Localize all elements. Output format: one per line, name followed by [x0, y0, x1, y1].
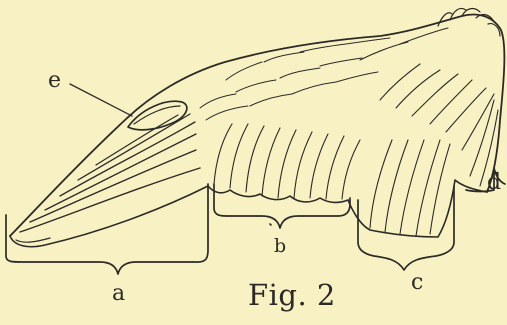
mark-dot — [270, 224, 271, 225]
covert-feathers — [200, 38, 390, 120]
figure-caption: Fig. 2 — [248, 281, 336, 310]
alula-inner — [134, 106, 180, 124]
bracket-a — [6, 184, 208, 274]
primary-feather-1 — [10, 186, 208, 247]
bracket-c — [358, 186, 454, 270]
secondary-feathers — [214, 124, 360, 199]
shoulder-tuft — [438, 8, 500, 36]
primary-tip-double — [16, 238, 50, 242]
primary-feather-4 — [45, 134, 196, 210]
label-b: b — [274, 237, 286, 256]
tertial-feathers — [360, 28, 498, 236]
label-c: c — [411, 272, 423, 294]
primary-feather-3 — [30, 150, 196, 222]
label-d: d — [487, 172, 501, 194]
wing-outline — [10, 15, 504, 236]
label-e: e — [48, 70, 61, 92]
bracket-b — [214, 184, 350, 228]
label-e-pointer — [70, 84, 132, 116]
label-a: a — [112, 283, 125, 305]
